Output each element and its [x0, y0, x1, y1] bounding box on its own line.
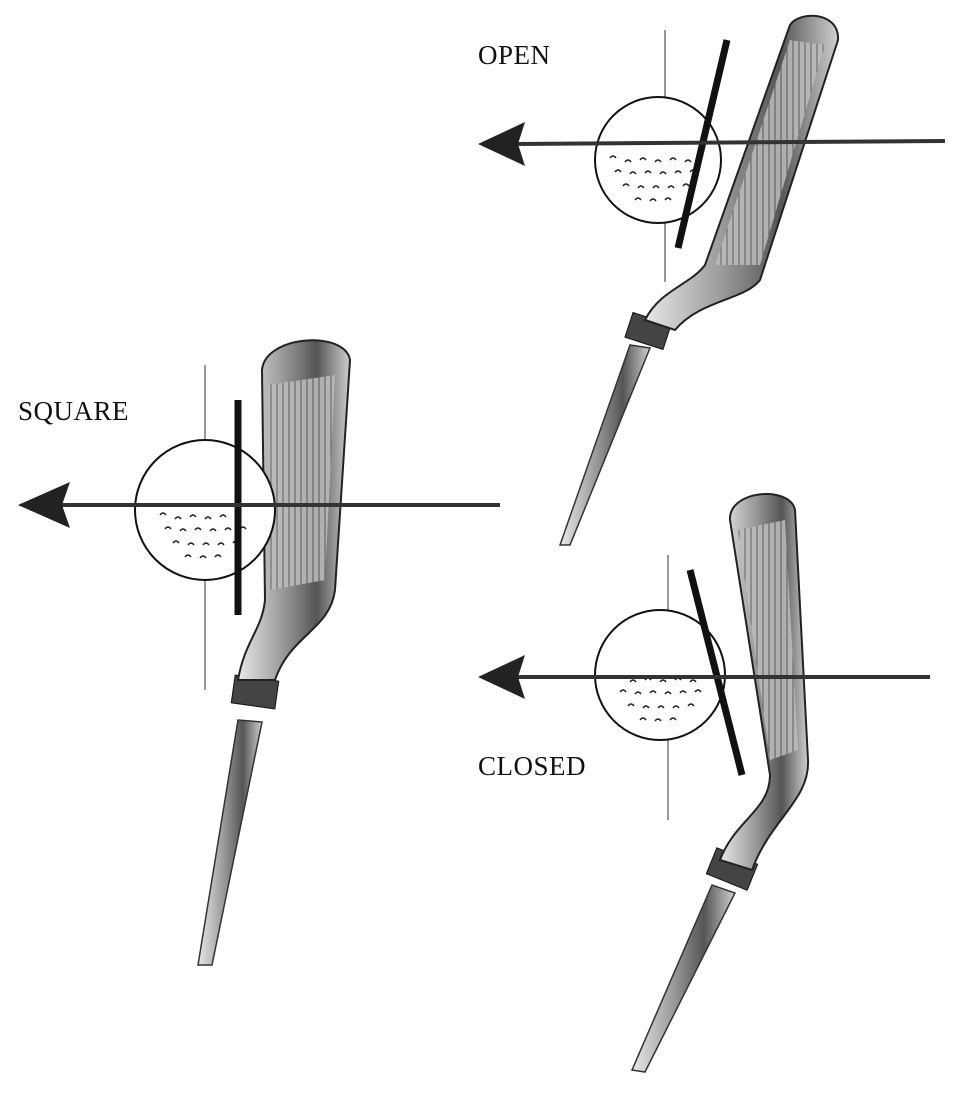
arrowhead-icon	[478, 655, 525, 699]
closed-clubface	[478, 493, 930, 1073]
shaft	[630, 884, 737, 1073]
open-clubface	[478, 14, 946, 546]
face-angle-line	[686, 569, 746, 776]
shaft	[558, 344, 652, 546]
direction-arrow	[514, 139, 946, 146]
golf-ball	[134, 439, 276, 581]
label-open: OPEN	[478, 40, 551, 70]
square-clubface	[18, 339, 500, 966]
shaft	[197, 719, 263, 966]
arrowhead-icon	[478, 122, 525, 166]
label-closed: CLOSED	[478, 751, 587, 781]
label-square: SQUARE	[18, 396, 130, 426]
arrowhead-icon	[18, 482, 70, 528]
